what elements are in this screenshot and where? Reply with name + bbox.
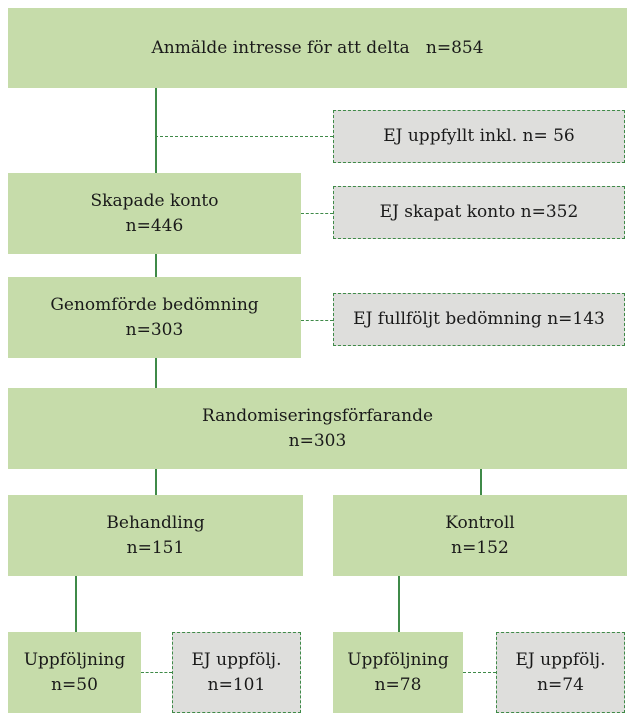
dashed-connector-no-followup-control: [463, 672, 496, 673]
interest-box: Anmälde intresse för att delta n=854: [8, 8, 627, 88]
interest-text: Anmälde intresse för att delta n=854: [151, 36, 483, 61]
account-box: Skapade konto n=446: [8, 173, 301, 254]
interest-label: Anmälde intresse för att delta: [151, 37, 410, 58]
not-fulfilled-label: EJ uppfyllt inkl.: [383, 126, 518, 146]
connector-account-assessment: [155, 254, 157, 277]
no-followup-control-box: EJ uppfölj. n=74: [496, 632, 625, 713]
not-fulfilled-text: EJ uppfyllt inkl. n= 56: [383, 124, 575, 149]
not-fulfilled-count: n= 56: [522, 126, 575, 146]
no-assessment-count: n=143: [547, 309, 605, 329]
followup-treatment-count: n=50: [51, 674, 98, 695]
connector-randomization-control: [480, 469, 482, 495]
no-followup-control-count: n=74: [537, 674, 584, 695]
control-count: n=152: [451, 537, 509, 558]
control-label: Kontroll: [445, 512, 515, 533]
dashed-connector-no-followup-treatment: [141, 672, 172, 673]
dashed-connector-not-fulfilled: [155, 136, 333, 137]
followup-treatment-box: Uppföljning n=50: [8, 632, 141, 713]
no-followup-treatment-count: n=101: [207, 674, 266, 695]
no-account-label: EJ skapat konto: [379, 202, 516, 222]
no-account-text: EJ skapat konto n=352: [380, 200, 579, 225]
no-followup-treatment-label: EJ uppfölj.: [191, 649, 282, 670]
treatment-box: Behandling n=151: [8, 495, 303, 576]
assessment-label: Genomförde bedömning: [50, 294, 259, 315]
interest-count: n=854: [425, 37, 484, 58]
dashed-connector-no-assessment: [301, 320, 333, 321]
connector-interest-account: [155, 88, 157, 173]
connector-assessment-randomization: [155, 358, 157, 388]
randomization-label: Randomiseringsförfarande: [201, 405, 434, 426]
dashed-connector-no-account: [301, 213, 333, 214]
no-assessment-text: EJ fullföljt bedömning n=143: [353, 307, 605, 332]
no-assessment-box: EJ fullföljt bedömning n=143: [333, 293, 625, 346]
no-followup-treatment-box: EJ uppfölj. n=101: [172, 632, 301, 713]
account-label: Skapade konto: [90, 190, 219, 211]
connector-randomization-treatment: [155, 469, 157, 495]
randomization-count: n=303: [288, 430, 347, 451]
followup-control-label: Uppföljning: [347, 649, 449, 670]
not-fulfilled-box: EJ uppfyllt inkl. n= 56: [333, 110, 625, 163]
account-count: n=446: [125, 215, 184, 236]
followup-control-count: n=78: [374, 674, 422, 695]
no-account-box: EJ skapat konto n=352: [333, 186, 625, 239]
no-assessment-label: EJ fullföljt bedömning: [353, 309, 542, 329]
treatment-count: n=151: [126, 537, 185, 558]
followup-control-box: Uppföljning n=78: [333, 632, 463, 713]
connector-control-followup: [398, 576, 400, 632]
assessment-box: Genomförde bedömning n=303: [8, 277, 301, 358]
connector-treatment-followup: [75, 576, 77, 632]
control-box: Kontroll n=152: [333, 495, 627, 576]
no-followup-control-label: EJ uppfölj.: [515, 649, 606, 670]
no-account-count: n=352: [520, 202, 579, 222]
followup-treatment-label: Uppföljning: [23, 649, 126, 670]
assessment-count: n=303: [125, 319, 184, 340]
randomization-box: Randomiseringsförfarande n=303: [8, 388, 627, 469]
treatment-label: Behandling: [106, 512, 205, 533]
